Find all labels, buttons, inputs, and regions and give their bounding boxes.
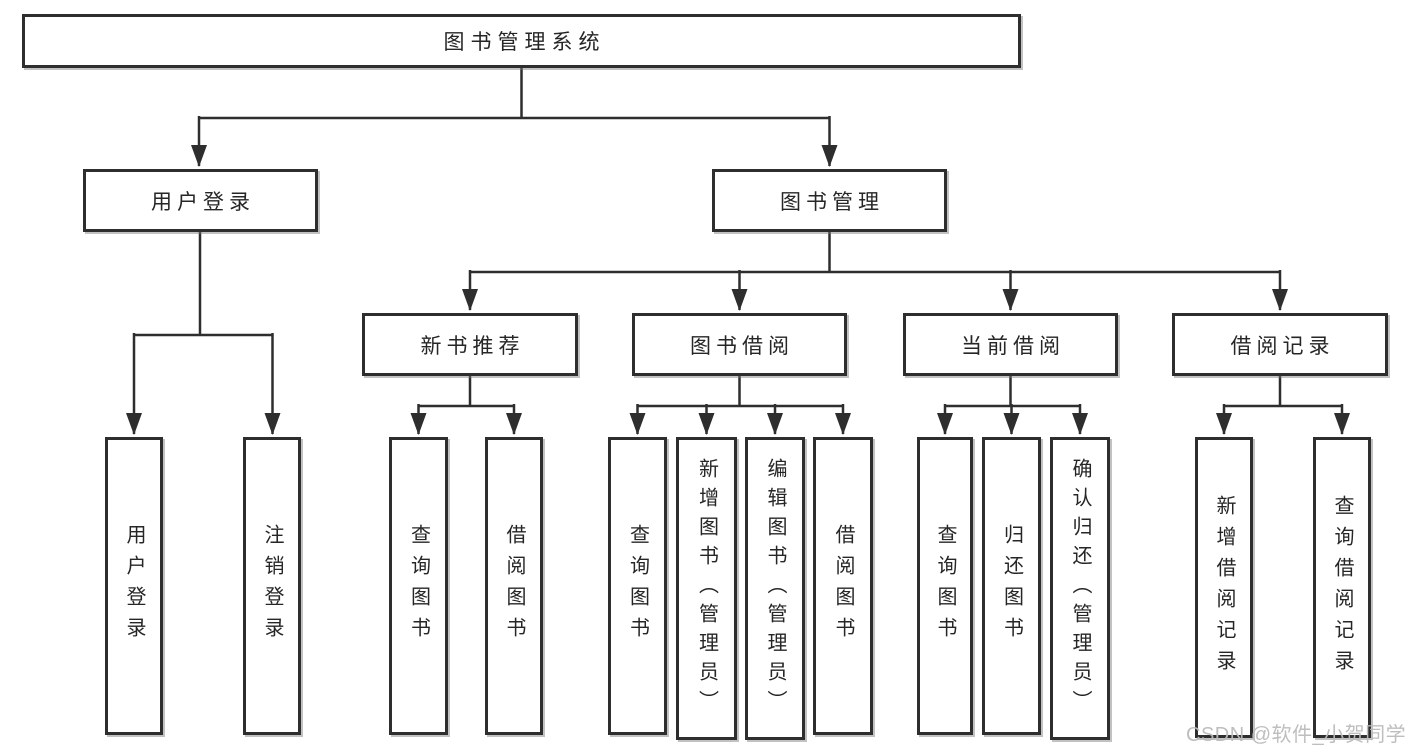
node-borrowing-records-label: 借阅记录	[1230, 334, 1335, 358]
leaf-confirm-return-admin: 确认归还（管理员）	[1050, 437, 1110, 740]
node-book-management: 图书管理	[712, 169, 947, 232]
leaf-query-books-current: 查询图书	[917, 437, 973, 735]
node-library-system-label: 图书管理系统	[443, 31, 606, 54]
connector-book-mgmt-children	[462, 232, 1288, 311]
node-book-borrowing-label: 图书借阅	[690, 334, 794, 358]
node-book-borrowing: 图书借阅	[632, 313, 847, 376]
leaf-borrow-books-recommend-label: 借阅图书	[503, 524, 525, 648]
leaf-borrow-books: 借阅图书	[813, 437, 873, 735]
node-new-book-recommend-label: 新书推荐	[420, 334, 525, 358]
leaf-query-borrow-record: 查询借阅记录	[1313, 437, 1371, 738]
leaf-add-borrow-record: 新增借阅记录	[1195, 437, 1253, 738]
leaf-query-books-borrow: 查询图书	[608, 437, 667, 735]
connector-book-borrow-children	[629, 376, 851, 435]
node-user-login-label: 用户登录	[151, 190, 255, 214]
leaf-query-books-recommend-label: 查询图书	[407, 524, 430, 648]
leaf-borrow-books-label: 借阅图书	[832, 524, 854, 648]
leaf-logout-label: 注销登录	[261, 524, 283, 648]
node-current-borrowing: 当前借阅	[903, 313, 1118, 376]
connector-root-to-level2	[191, 68, 838, 167]
leaf-return-book: 归还图书	[982, 437, 1041, 735]
leaf-borrow-books-recommend: 借阅图书	[485, 437, 543, 735]
leaf-query-borrow-record-label: 查询借阅记录	[1331, 494, 1353, 681]
leaf-edit-book-admin: 编辑图书（管理员）	[745, 437, 805, 740]
leaf-query-books-borrow-label: 查询图书	[626, 524, 649, 648]
watermark-text: CSDN @软件_小贺同学	[1186, 724, 1405, 746]
node-borrowing-records: 借阅记录	[1172, 313, 1388, 376]
leaf-logout: 注销登录	[243, 437, 301, 735]
node-library-system: 图书管理系统	[22, 14, 1021, 68]
node-user-login: 用户登录	[83, 169, 318, 232]
node-book-management-label: 图书管理	[780, 190, 884, 214]
leaf-add-book-admin: 新增图书（管理员）	[676, 437, 737, 740]
node-new-book-recommend: 新书推荐	[362, 313, 578, 376]
leaf-query-books-current-label: 查询图书	[934, 524, 956, 648]
leaf-user-login-label: 用户登录	[123, 524, 145, 648]
connector-records-children	[1216, 376, 1350, 435]
node-current-borrowing-label: 当前借阅	[961, 334, 1065, 358]
leaf-edit-book-admin-label: 编辑图书（管理员）	[764, 458, 786, 719]
connector-new-book-children	[410, 376, 522, 435]
connector-current-borrow-children	[937, 376, 1088, 435]
leaf-query-books-recommend: 查询图书	[389, 437, 448, 735]
leaf-add-book-admin-label: 新增图书（管理员）	[695, 458, 718, 719]
leaf-return-book-label: 归还图书	[1000, 524, 1023, 648]
leaf-confirm-return-admin-label: 确认归还（管理员）	[1069, 458, 1091, 719]
leaf-user-login: 用户登录	[105, 437, 163, 735]
leaf-add-borrow-record-label: 新增借阅记录	[1213, 494, 1235, 681]
connector-user-login-children	[126, 232, 281, 435]
